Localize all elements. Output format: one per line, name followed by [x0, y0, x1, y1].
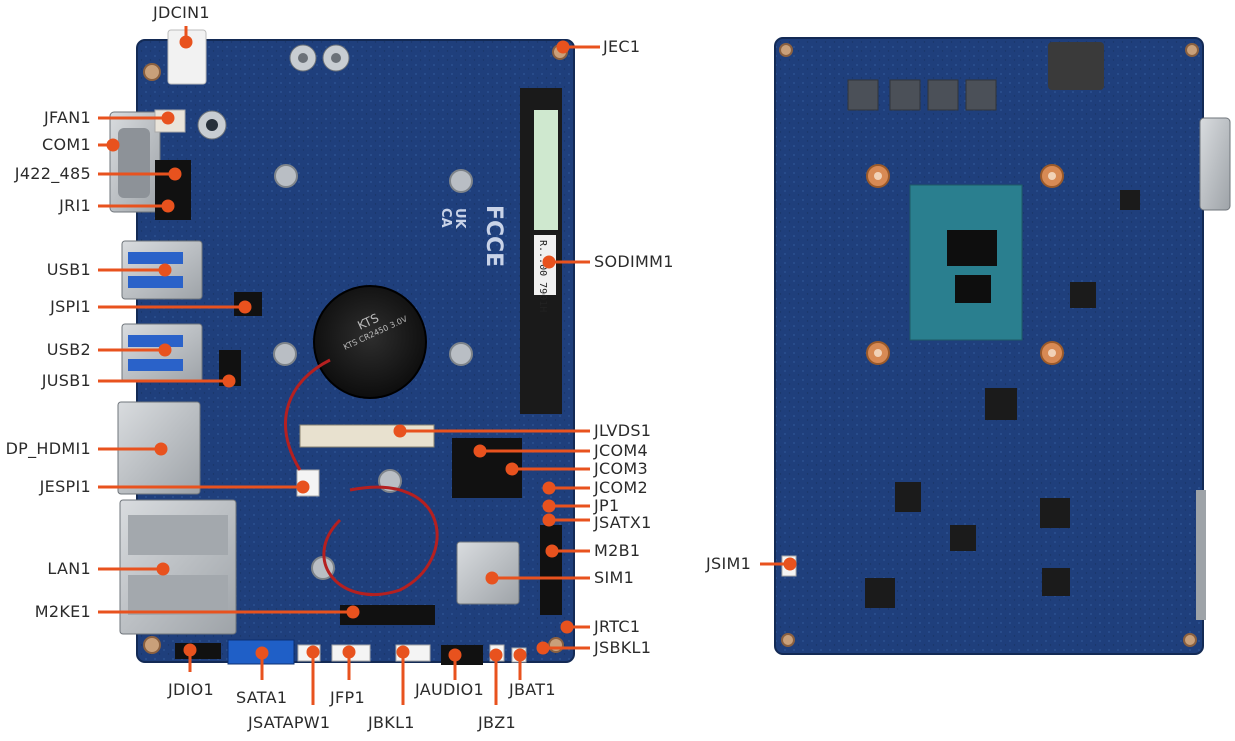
label-jfp1: JFP1: [330, 688, 365, 707]
uk-mark: UK: [452, 208, 467, 230]
label-jbat1: JBAT1: [509, 680, 556, 699]
sodimm-sticker-code: R...00 7901H: [537, 240, 548, 312]
label-jbkl1: JBKL1: [368, 713, 415, 732]
label-jri1: JRI1: [59, 196, 91, 215]
label-m2ke1: M2KE1: [34, 602, 91, 621]
label-jfan1: JFAN1: [43, 108, 91, 127]
label-sodimm1: SODIMM1: [594, 252, 674, 271]
label-jdcin1: JDCIN1: [153, 3, 210, 22]
label-jcom4: JCOM4: [594, 441, 648, 460]
back-standoff-centers: [874, 172, 1056, 357]
rtc-battery: [313, 285, 427, 399]
label-jrtc1: JRTC1: [594, 617, 641, 636]
power-chokes: [847, 79, 997, 111]
front-capacitors: [197, 44, 350, 140]
label-jcom2: JCOM2: [594, 478, 648, 497]
ce-mark: CE: [481, 236, 506, 267]
label-sim1: SIM1: [594, 568, 635, 587]
label-jsatx1: JSATX1: [594, 513, 652, 532]
leader-lines: [98, 26, 797, 705]
label-jec1: JEC1: [603, 37, 641, 56]
label-jusb1: JUSB1: [41, 371, 91, 390]
back-pcb: [774, 37, 1204, 655]
cpu-die-1: [947, 230, 997, 266]
label-jsim1: JSIM1: [706, 554, 752, 573]
m2b-slot: [540, 525, 562, 615]
label-jsbkl1: JSBKL1: [594, 638, 652, 657]
back-mounting-holes: [779, 43, 1199, 647]
m2ke-slot: [340, 605, 435, 625]
back-dsub: [1199, 117, 1231, 211]
label-jp1: JP1: [594, 496, 620, 515]
back-ics: [865, 190, 1140, 608]
jlvds1-connector: [299, 424, 435, 448]
label-jaudio1: JAUDIO1: [415, 680, 485, 699]
label-jspi1: JSPI1: [50, 297, 91, 316]
label-jbz1: JBZ1: [478, 713, 517, 732]
label-jcom3: JCOM3: [594, 459, 648, 478]
ca-mark: CA: [438, 208, 453, 228]
label-j422-485: J422_485: [14, 164, 91, 183]
cpu-die-2: [955, 275, 991, 303]
back-side-strip: [1196, 490, 1206, 620]
label-jlvds1: JLVDS1: [594, 421, 652, 440]
label-sata1: SATA1: [236, 688, 288, 707]
label-jdio1: JDIO1: [168, 680, 215, 699]
label-jsatapw1: JSATAPW1: [248, 713, 331, 732]
label-lan1: LAN1: [47, 559, 91, 578]
label-com1: COM1: [42, 135, 91, 154]
label-usb1: USB1: [46, 260, 91, 279]
front-board: FC UK CA CE KTS KTS CR2450 3.0V R...00 7…: [109, 29, 575, 665]
battery-cable: [284, 358, 331, 471]
label-jespi1: JESPI1: [39, 477, 91, 496]
label-m2b1: M2B1: [594, 541, 641, 560]
inductor: [1048, 42, 1104, 90]
label-dp-hdmi1: DP_HDMI1: [5, 439, 91, 458]
back-board: [774, 37, 1231, 655]
label-usb2: USB2: [46, 340, 91, 359]
front-standoffs: [273, 164, 473, 580]
fcc-mark: FC: [481, 205, 506, 236]
